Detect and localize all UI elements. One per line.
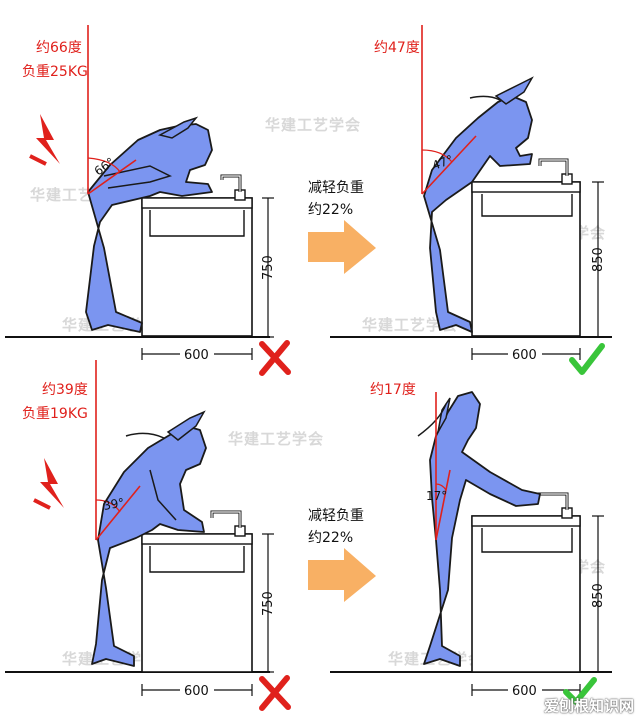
height-label: 850 bbox=[591, 247, 606, 272]
watermark-text: 华建工艺学会 bbox=[265, 116, 361, 134]
ponytail-strand bbox=[125, 432, 165, 439]
person-figure bbox=[85, 123, 213, 333]
person-figure bbox=[423, 95, 533, 333]
ponytail bbox=[494, 76, 534, 105]
arrow-text-line1: 减轻负重 bbox=[308, 508, 364, 524]
ponytail bbox=[166, 410, 206, 441]
angle-label: 约17度 bbox=[370, 382, 416, 398]
width-dimension: 600 bbox=[141, 682, 253, 699]
angle-label: 约66度 bbox=[36, 40, 82, 56]
back-angle-line bbox=[95, 485, 141, 541]
height-dimension: 750 bbox=[261, 197, 276, 338]
height-dimension: 750 bbox=[261, 533, 276, 673]
person-figure bbox=[91, 425, 207, 667]
counter-cabinet bbox=[141, 510, 253, 673]
width-label: 600 bbox=[184, 348, 209, 363]
person-figure bbox=[423, 391, 541, 667]
ponytail bbox=[157, 116, 199, 139]
back-angle-line bbox=[421, 135, 477, 195]
check-mark-icon bbox=[569, 343, 605, 375]
arm-line bbox=[103, 165, 173, 189]
panel-39-degrees: 39° 约39度 负重19KG 750 600 bbox=[5, 360, 291, 711]
ponytail-strand bbox=[469, 95, 501, 101]
angle-value: 39° bbox=[102, 495, 125, 512]
angle-arc bbox=[95, 499, 121, 513]
width-dimension: 600 bbox=[471, 346, 581, 363]
width-label: 600 bbox=[512, 684, 537, 699]
width-label: 600 bbox=[512, 348, 537, 363]
back-angle-line bbox=[435, 469, 451, 541]
angle-arc bbox=[421, 149, 453, 163]
cross-mark-icon bbox=[259, 675, 291, 711]
counter-cabinet bbox=[471, 158, 581, 337]
angle-arc bbox=[87, 157, 121, 173]
counter-cabinet bbox=[141, 174, 253, 337]
angle-label: 约39度 bbox=[42, 382, 88, 398]
panel-47-degrees: 47° 约47度 850 600 bbox=[330, 25, 612, 375]
watermark-text: 华建工艺学会 bbox=[362, 316, 458, 334]
cross-mark-icon bbox=[259, 340, 291, 376]
height-label: 750 bbox=[261, 591, 276, 616]
pain-lightning-icon bbox=[36, 114, 60, 164]
width-dimension: 600 bbox=[141, 346, 253, 363]
arm-line bbox=[149, 469, 177, 521]
back-angle-line bbox=[87, 159, 137, 195]
pain-lightning-icon bbox=[33, 498, 51, 510]
pain-lightning-icon bbox=[29, 154, 47, 166]
load-label: 负重25KG bbox=[22, 64, 88, 80]
watermark-text: 华建工艺学会 bbox=[228, 430, 324, 448]
width-label: 600 bbox=[184, 684, 209, 699]
site-watermark: 爱刨根知识网 bbox=[543, 697, 634, 715]
angle-value: 47° bbox=[430, 152, 455, 172]
improvement-arrow: 减轻负重 约22% bbox=[308, 508, 376, 602]
pain-lightning-icon bbox=[40, 458, 64, 508]
check-mark-icon bbox=[563, 677, 597, 705]
panel-17-degrees: 17° 约17度 850 600 bbox=[330, 382, 612, 705]
counter-cabinet bbox=[471, 492, 581, 673]
angle-value: 17° bbox=[426, 489, 447, 503]
arrow-text-line2: 约22% bbox=[308, 202, 353, 218]
load-label: 负重19KG bbox=[22, 406, 88, 422]
arrow-text-line2: 约22% bbox=[308, 530, 353, 546]
height-label: 850 bbox=[591, 583, 606, 608]
height-dimension: 850 bbox=[591, 515, 606, 673]
angle-arc bbox=[435, 483, 447, 491]
improvement-arrow: 减轻负重 约22% bbox=[308, 180, 376, 274]
height-label: 750 bbox=[261, 255, 276, 280]
angle-label: 约47度 bbox=[374, 40, 420, 56]
arrow-text-line1: 减轻负重 bbox=[308, 180, 364, 196]
width-dimension: 600 bbox=[471, 682, 581, 699]
panel-66-degrees: 66° 约66度 负重25KG 750 600 bbox=[5, 25, 291, 376]
height-dimension: 850 bbox=[591, 181, 606, 338]
